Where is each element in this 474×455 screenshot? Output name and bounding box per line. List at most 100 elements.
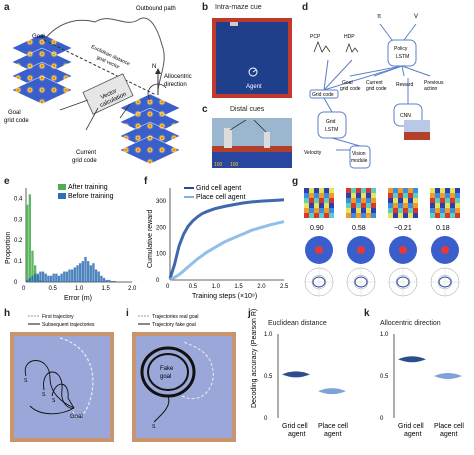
y-tick-label: 0 — [264, 416, 268, 422]
rate-map-cell — [455, 213, 460, 218]
histogram-bar — [68, 269, 71, 282]
rate-map-cell — [351, 198, 356, 203]
legend-fake-goal: Trajectory fake goal — [152, 322, 196, 328]
rate-map-cell — [324, 203, 329, 208]
x-tick-label: 2.5 — [280, 284, 289, 290]
rate-map-cell — [371, 208, 376, 213]
trajectory-plot-i: Trajectories real goal Trajectory fake g… — [132, 314, 236, 442]
rate-map-cell — [361, 193, 366, 198]
histogram-bar — [33, 265, 37, 282]
rate-map-cell — [455, 208, 460, 213]
rate-map-cell — [398, 213, 403, 218]
rate-map-cell — [450, 193, 455, 198]
rate-map-cell — [361, 208, 366, 213]
histogram-bar — [31, 250, 34, 282]
histogram-bar — [26, 279, 29, 282]
current-grid-label-2: grid code — [72, 158, 97, 164]
gridness-score: 0.90 — [310, 225, 324, 232]
rate-map-cell — [319, 193, 324, 198]
rate-map-cell — [408, 188, 413, 193]
rate-map-cell — [450, 198, 455, 203]
pcp-label: PCP — [310, 34, 321, 40]
velocity-label: Velocity — [304, 150, 322, 156]
rate-map-cell — [455, 188, 460, 193]
panel-d: d π V Policy LSTM PCP HDP Grid code G — [300, 0, 474, 172]
rate-map-cell — [371, 198, 376, 203]
rate-map-cell — [309, 203, 314, 208]
rate-map-cell — [346, 188, 351, 193]
rate-map-cell — [324, 188, 329, 193]
y-tick-label: 0.5 — [380, 374, 389, 380]
series-line — [168, 198, 285, 280]
rate-map-cell — [398, 208, 403, 213]
distal-cue-left — [224, 128, 232, 148]
rate-map-cell — [356, 198, 361, 203]
category-label: agent — [324, 431, 342, 438]
y-tick-label: 0.2 — [14, 238, 23, 244]
panel-k-title: Allocentric direction — [380, 320, 441, 327]
reward-label: Reward — [396, 82, 413, 88]
panel-b-title: Intra-maze cue — [215, 4, 262, 11]
rate-map-cell — [413, 208, 418, 213]
grid-code-label: Grid code — [312, 92, 334, 98]
hdp-signal-icon — [345, 42, 359, 53]
histogram-bar — [49, 275, 53, 282]
y-tick-label: 0.4 — [14, 196, 23, 202]
legend-label: After training — [68, 184, 108, 191]
legend-swatch — [58, 193, 66, 199]
rate-map-cell — [393, 213, 398, 218]
category-label: agent — [288, 431, 306, 438]
goal-label-h: Goal — [70, 414, 83, 420]
distal-cue-right — [264, 132, 270, 148]
rate-map — [430, 188, 460, 218]
rate-map-cell — [314, 208, 319, 213]
rate-map-cell — [398, 188, 403, 193]
legend-real-goal: Trajectories real goal — [152, 314, 199, 320]
histogram-bar — [36, 273, 39, 282]
legend-first-trajectory: First trajectory — [42, 314, 74, 320]
rate-map-cell — [356, 188, 361, 193]
rate-map-cell — [450, 203, 455, 208]
rate-map-cell — [388, 188, 393, 193]
histogram-bar — [55, 273, 58, 282]
rate-map-cell — [445, 213, 450, 218]
rate-map-cell — [351, 193, 356, 198]
rate-map-cell — [445, 198, 450, 203]
x-tick-label: 1.0 — [75, 286, 84, 292]
current-grid-code-2: grid code — [366, 86, 387, 92]
rate-map-cell — [324, 198, 329, 203]
rate-map-cell — [329, 208, 334, 213]
vector-calculation-box — [82, 73, 134, 115]
rate-map-cell — [393, 188, 398, 193]
rate-map-cell — [445, 208, 450, 213]
first-person-view: 100 100 — [212, 118, 292, 168]
rate-map-cell — [366, 208, 371, 213]
histogram-bar — [92, 263, 95, 282]
rate-map-cell — [430, 198, 435, 203]
rate-map-cell — [408, 198, 413, 203]
legend-label: Grid cell agent — [196, 185, 241, 192]
rate-map-cell — [435, 213, 440, 218]
rate-map-cell — [430, 188, 435, 193]
vision-text-2: module — [351, 158, 368, 164]
vision-text-1: Vision — [352, 151, 366, 157]
rate-map-cell — [403, 188, 408, 193]
x-tick-label: 1.5 — [234, 284, 243, 290]
previous-action-2: action — [424, 86, 438, 92]
rate-map-cell — [393, 193, 398, 198]
rate-map-cell — [440, 198, 445, 203]
rate-map-cell — [304, 198, 309, 203]
category-label: agent — [440, 431, 458, 438]
y-tick-label: 0 — [380, 416, 384, 422]
category-label: Place cell — [318, 423, 348, 430]
rate-map-cell — [356, 208, 361, 213]
rate-map-cell — [329, 193, 334, 198]
rate-map-cell — [450, 213, 455, 218]
rate-map-cell — [329, 188, 334, 193]
y-tick-label: 200 — [156, 225, 167, 231]
histogram-bar — [89, 265, 92, 282]
x-tick-label: 0.5 — [49, 286, 58, 292]
rate-map-cell — [356, 203, 361, 208]
